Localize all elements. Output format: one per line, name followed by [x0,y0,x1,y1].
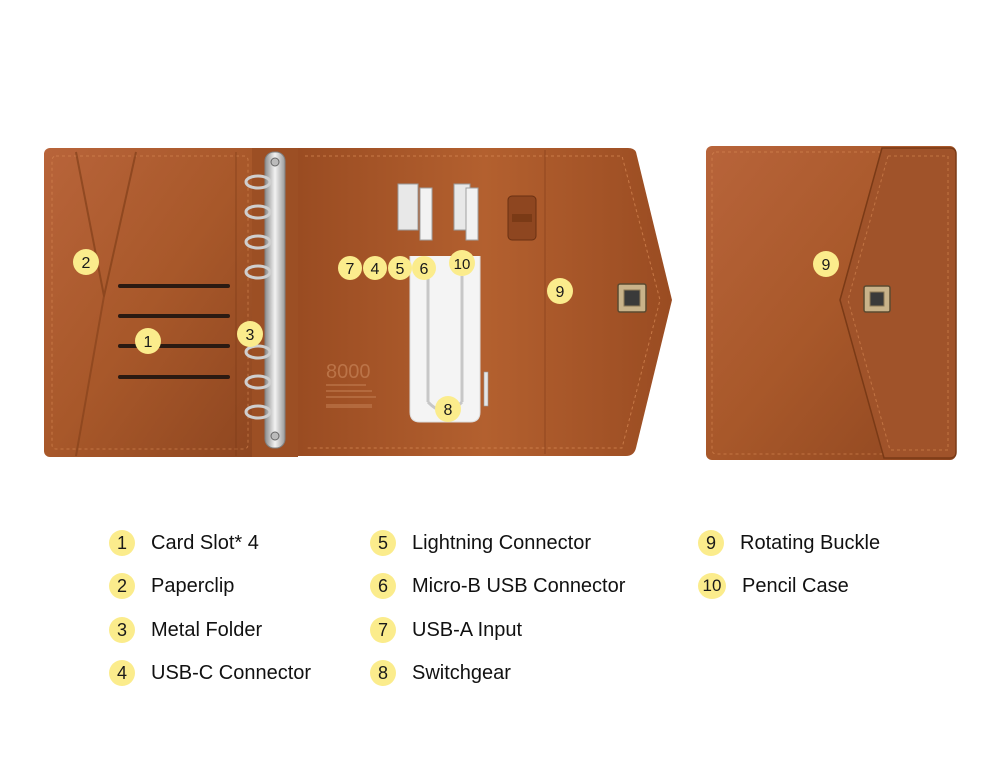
legend-number: 1 [109,530,135,556]
closed-flap [839,147,957,459]
card-slot [118,375,230,379]
legend-number: 6 [370,573,396,599]
legend-label: USB-C Connector [151,661,312,684]
open-folio: 8000 [44,148,672,457]
legend-number: 2 [109,573,135,599]
binder-ring [244,174,272,190]
closed-folio [706,146,957,460]
svg-text:9: 9 [556,284,565,301]
callout-badge-9: 9 [547,278,573,304]
legend-number: 8 [370,660,396,686]
card-slot [118,314,230,318]
legend-label: Card Slot* 4 [151,531,259,554]
svg-text:2: 2 [82,255,91,272]
callout-badge-10: 10 [449,250,475,276]
svg-text:1: 1 [144,334,153,351]
product-illustration: 8000 [44,146,957,460]
binder-ring [244,234,272,250]
closed-flap-stitch [847,155,949,451]
legend-number: 4 [109,660,135,686]
callout-badges: 2 1 3 7 4 5 6 10 [73,249,839,422]
binder-rivet [270,157,280,167]
legend-item-2: 2 Paperclip [109,571,234,601]
svg-text:6: 6 [420,261,429,278]
svg-text:8: 8 [444,402,453,419]
legend-number: 7 [370,617,396,643]
svg-text:3: 3 [246,327,255,344]
cable-connectors [397,183,479,241]
rotating-buckle-open [617,283,647,313]
switch-gear-icon [483,371,489,407]
svg-text:5: 5 [396,261,405,278]
callout-badge-2: 2 [73,249,99,275]
usb-c-connector-icon [465,187,479,241]
legend-item-7: 7 USB-A Input [370,615,522,645]
power-bank-capacity: 8000 [326,361,371,383]
binder-rail [264,151,286,449]
callout-badge-4: 4 [363,256,387,280]
card-pocket-edge [75,295,105,457]
callout-badge-1: 1 [135,328,161,354]
legend-label: Lightning Connector [412,531,592,554]
card-slot [118,284,230,288]
legend-label: Rotating Buckle [740,531,881,554]
power-bank-fine-print [326,384,376,408]
legend-item-8: 8 Switchgear [370,658,511,688]
lightning-connector-icon [419,187,433,241]
usb-a-connector-icon [397,183,419,231]
legend-number: 10 [698,573,726,599]
binder-ring [244,404,272,420]
legend-label: Switchgear [412,661,511,684]
metal-folder [244,151,286,449]
card-slot [118,344,230,348]
legend-label: USB-A Input [412,618,523,641]
binder-rings [244,174,272,420]
legend-item-3: 3 Metal Folder [109,615,262,645]
stitch-line-left [51,155,249,450]
right-inner-panel [298,148,672,456]
legend-number: 3 [109,617,135,643]
legend-item-4: 4 USB-C Connector [109,658,311,688]
callout-badge-5: 5 [388,256,412,280]
callout-badge-9-closed: 9 [813,251,839,277]
binder-ring [244,264,272,280]
binder-ring [244,374,272,390]
svg-text:4: 4 [371,261,380,278]
svg-text:9: 9 [822,257,831,274]
closed-stitch [711,151,951,455]
pencil-case-loop-band [512,214,532,222]
svg-text:10: 10 [454,256,471,273]
binder-ring [244,204,272,220]
legend-label: Metal Folder [151,618,263,641]
callout-badge-8: 8 [435,396,461,422]
callout-badge-7: 7 [338,256,362,280]
cable-slots [409,256,481,423]
legend-item-9: 9 Rotating Buckle [698,528,880,558]
left-cover-panel [44,148,258,457]
legend-number: 9 [698,530,724,556]
legend-label: Paperclip [151,574,235,597]
stitch-line [305,155,661,449]
callout-badge-6: 6 [412,256,436,280]
binder-ring [244,344,272,360]
rotating-buckle-closed [863,285,891,313]
svg-text:7: 7 [346,261,355,278]
legend-number: 5 [370,530,396,556]
binder-rivet [270,431,280,441]
legend-label: Micro-B USB Connector [412,574,626,597]
callout-badge-3: 3 [237,321,263,347]
legend-label: Pencil Case [742,574,849,597]
legend-item-5: 5 Lightning Connector [370,528,591,558]
legend-item-6: 6 Micro-B USB Connector [370,571,625,601]
legend-item-1: 1 Card Slot* 4 [109,528,259,558]
legend-item-10: 10 Pencil Case [698,571,849,601]
